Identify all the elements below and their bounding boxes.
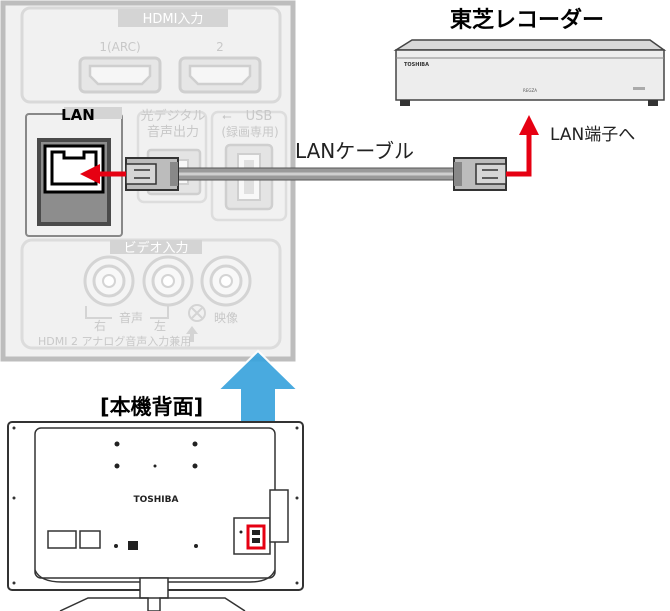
audio-left-jack-icon [142,255,194,307]
hdmi-port-1-icon [78,56,162,94]
lan-section: LAN [25,106,123,237]
audio-right-label: 右 [94,318,106,333]
hdmi-port-2-label: 2 [216,40,224,54]
recorder-title: 東芝レコーダー [450,7,604,33]
usb-label-recording-only: (録画専用) [221,124,278,139]
tv-back: TOSHIBA [7,421,304,611]
recorder-device-icon: TOSHIBA REGZA [393,39,667,106]
usb-icon: ⭠ [222,109,232,123]
tv-corner-dots [12,426,299,585]
video-label: 映像 [214,311,238,325]
audio-right-jack-icon [83,255,135,307]
usb-label: USB [246,109,273,124]
tv-mount-holes [114,441,198,469]
video-jack-icon [200,255,252,307]
recorder: 東芝レコーダー TOSHIBA REGZA [393,7,667,106]
disc-symbol-icon [188,304,206,322]
tv-brand: TOSHIBA [134,495,179,505]
lan-port-icon [37,138,111,226]
lan-terminal-label: LAN端子へ [550,125,635,145]
hdmi-section: HDMI入力 1(ARC) 2 [20,6,282,104]
hdmi2-analog-note: HDMI 2 アナログ音声入力兼用 [38,334,191,348]
tv-lan-highlight [246,524,266,550]
tv-stand [59,577,246,611]
optical-label-line1: 光デジタル [141,108,206,124]
hdmi-input-header: HDMI入力 [143,12,204,27]
lan-cable-label: LANケーブル [295,139,414,163]
lan-port-label: LAN [61,106,95,124]
recorder-brand: TOSHIBA [404,62,429,68]
cable-plug-right-icon [453,157,507,191]
tv-terminal-panel [233,489,289,555]
hdmi-port-2-icon [178,56,262,94]
arrow-to-recorder [506,115,539,177]
optical-label-line2: 音声出力 [147,124,199,140]
lan-cable: LANケーブル [125,139,507,191]
arrow-into-lan-port [80,164,126,184]
tv-side-ports [47,530,198,550]
cable-plug-left-icon [125,157,179,191]
rear-panel-closeup: HDMI入力 1(ARC) 2 LAN [0,0,296,362]
recorder-model: REGZA [523,88,537,93]
video-input-section: ビデオ入力 右 音声 左 [20,238,282,350]
video-input-header: ビデオ入力 [123,240,188,256]
up-arrow-icon [186,326,198,342]
audio-left-label: 左 [154,318,166,333]
hdmi-port-1-label: 1(ARC) [99,40,140,54]
tv-back-label: [本機背面] [100,395,203,419]
audio-label: 音声 [119,310,143,325]
